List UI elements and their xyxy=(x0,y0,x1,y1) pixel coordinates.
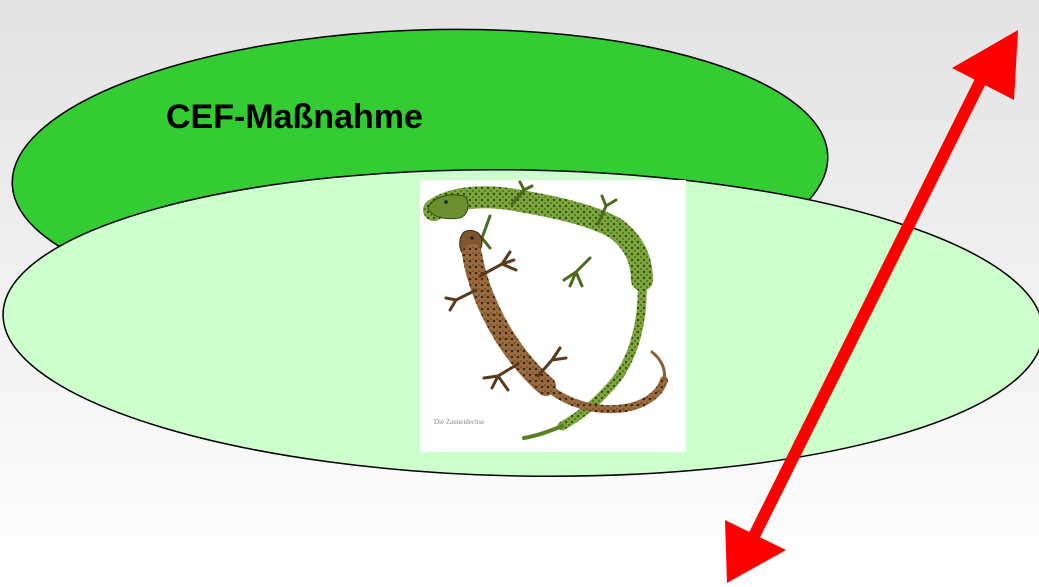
arrow-head-bottom xyxy=(725,520,786,583)
measure-label: CEF-Maßnahme xyxy=(166,98,423,136)
brown-lizard xyxy=(444,229,668,414)
arrow-head-top xyxy=(952,30,1018,100)
green-lizard xyxy=(423,180,653,440)
lizard-illustration-icon: Die Zauneidechse xyxy=(423,180,668,440)
image-caption: Die Zauneidechse xyxy=(434,418,484,426)
arrow-shaft xyxy=(746,75,988,543)
lizard-image: Die Zauneidechse xyxy=(420,180,686,452)
double-headed-arrow-icon xyxy=(725,30,1018,583)
